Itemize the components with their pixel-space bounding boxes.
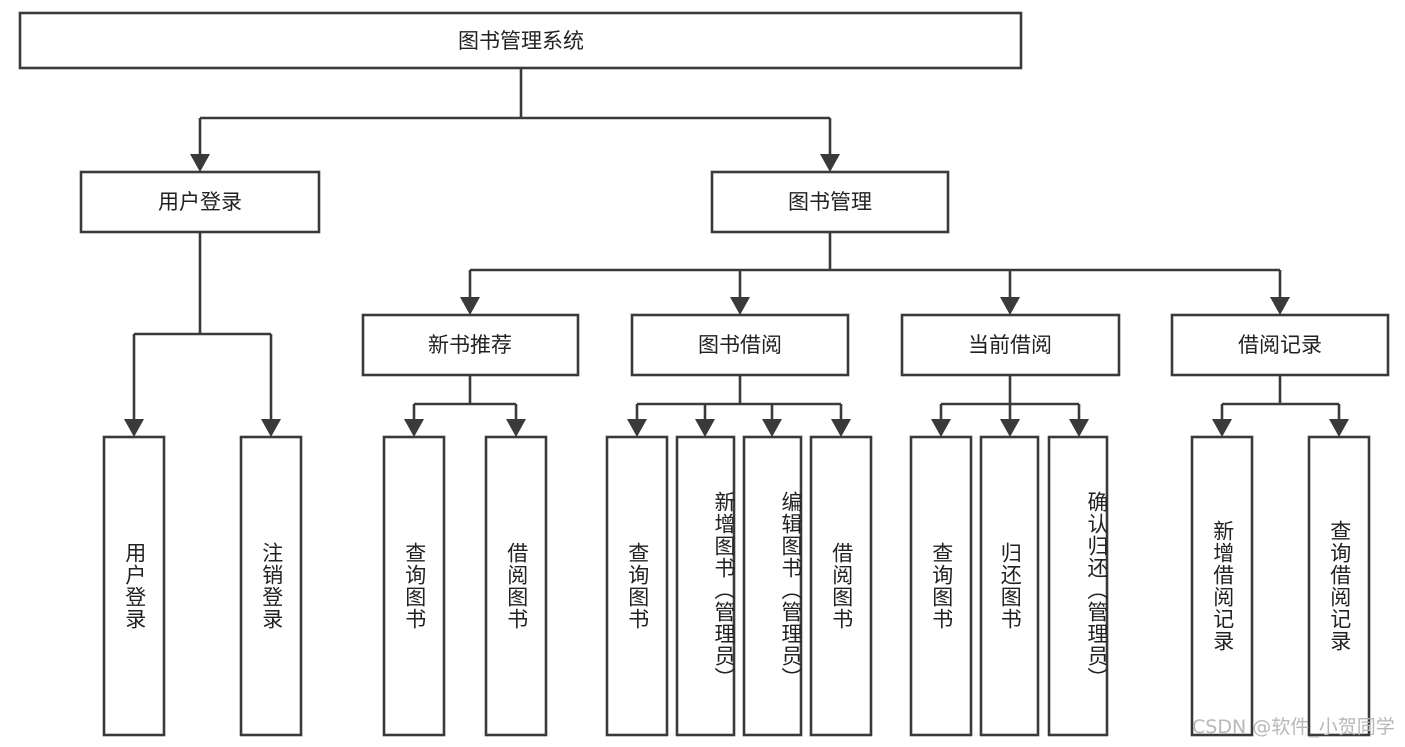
node-box-leaf-borrow-book-1[interactable] [484,435,548,737]
arrowhead-book-manage [820,154,840,172]
node-box-root[interactable] [18,11,1023,70]
horizontal-labels: 图书管理系统 用户登录 图书管理 新书推荐 图书借阅 当前借阅 借阅记录 [158,29,1322,357]
arrowhead-new-book-rec [460,297,480,315]
node-box-book-manage[interactable] [710,170,950,234]
node-label-current-borrow: 当前借阅 [968,333,1052,357]
arrowhead-leaf-edit-book [762,419,782,437]
node-box-borrow-record[interactable] [1170,313,1390,377]
node-box-leaf-confirm-return[interactable] [1047,435,1109,737]
csdn-watermark: CSDN @软件_小贺同学 [1192,716,1395,738]
node-boxes [18,11,1390,737]
arrowhead-leaf-borrow-book-1 [506,419,526,437]
node-box-leaf-query-record[interactable] [1307,435,1371,737]
arrowhead-current-borrow [1000,297,1020,315]
node-label-new-book-rec: 新书推荐 [428,333,512,357]
arrow-heads [124,154,1349,437]
node-box-leaf-query-book-3[interactable] [909,435,973,737]
node-label-book-borrow: 图书借阅 [698,333,782,357]
node-box-leaf-add-book[interactable] [675,435,736,737]
node-box-leaf-add-record[interactable] [1190,435,1254,737]
arrowhead-leaf-add-book [695,419,715,437]
node-box-leaf-user-login[interactable] [102,435,166,737]
node-label-borrow-record: 借阅记录 [1238,333,1322,357]
node-label-user-login: 用户登录 [158,190,242,214]
node-label-root: 图书管理系统 [458,29,584,53]
arrowhead-leaf-borrow-book-2 [831,419,851,437]
arrowhead-leaf-return-book [1000,419,1020,437]
node-box-book-borrow[interactable] [630,313,850,377]
arrowhead-leaf-confirm-return [1069,419,1089,437]
arrowhead-leaf-query-record [1329,419,1349,437]
node-box-leaf-query-book-1[interactable] [382,435,446,737]
node-box-leaf-query-book-2[interactable] [605,435,669,737]
node-box-user-login[interactable] [79,170,321,234]
arrowhead-book-borrow [730,297,750,315]
node-box-leaf-logout[interactable] [239,435,303,737]
node-label-book-manage: 图书管理 [788,190,872,214]
arrowhead-leaf-query-book-2 [627,419,647,437]
arrowhead-leaf-add-record [1212,419,1232,437]
arrowhead-leaf-user-login [124,419,144,437]
arrowhead-leaf-query-book-3 [931,419,951,437]
node-box-leaf-return-book[interactable] [979,435,1040,737]
node-box-current-borrow[interactable] [900,313,1121,377]
arrowhead-borrow-record [1270,297,1290,315]
node-box-new-book-rec[interactable] [361,313,580,377]
arrowhead-leaf-logout [261,419,281,437]
node-box-leaf-borrow-book-2[interactable] [809,435,873,737]
arrowhead-leaf-query-book-1 [404,419,424,437]
arrowhead-user-login [190,154,210,172]
node-box-leaf-edit-book[interactable] [742,435,803,737]
